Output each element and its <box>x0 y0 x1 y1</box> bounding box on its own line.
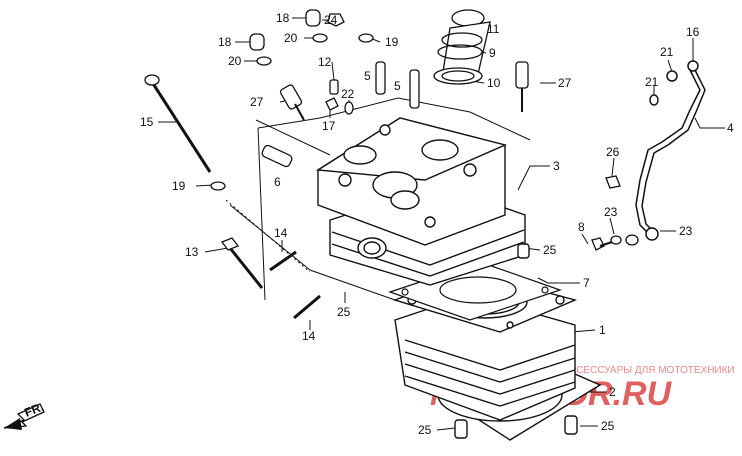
callout-25a: 25 <box>543 243 557 257</box>
callout-12: 12 <box>318 55 332 69</box>
callout-numbers: 1 2 3 4 5 5 6 7 8 9 10 11 12 13 14 14 15… <box>140 11 734 437</box>
callout-14b: 14 <box>302 329 316 343</box>
callout-6: 6 <box>274 175 281 189</box>
callout-17: 17 <box>322 119 336 133</box>
intake-manifold <box>433 9 491 85</box>
watermark-tagline: ЗАПЧАСТИ И АКСЕССУАРЫ ДЛЯ МОТОТЕХНИКИ <box>498 365 735 376</box>
callout-5b: 5 <box>394 79 401 93</box>
callout-9: 9 <box>489 46 496 60</box>
callout-14a: 14 <box>274 226 288 240</box>
cylinder-head <box>315 117 530 286</box>
callout-25d: 25 <box>601 419 615 433</box>
callout-7: 7 <box>583 276 590 290</box>
callout-24: 24 <box>324 13 338 27</box>
front-direction-arrow: FR. <box>3 400 46 430</box>
callout-21a: 21 <box>660 45 674 59</box>
front-direction-label: FR. <box>22 400 45 420</box>
assembly-frame <box>229 97 531 301</box>
callout-11: 11 <box>487 22 500 36</box>
callout-4: 4 <box>727 121 734 135</box>
callout-2: 2 <box>609 385 616 399</box>
callout-26: 26 <box>606 145 620 159</box>
breather-pipe <box>635 60 706 241</box>
cylinder <box>392 271 602 441</box>
callout-5a: 5 <box>364 69 371 83</box>
callout-3: 3 <box>553 159 560 173</box>
callout-25b: 25 <box>337 305 351 319</box>
callout-27a: 27 <box>250 95 264 109</box>
callout-21b: 21 <box>645 75 659 89</box>
callout-27b: 27 <box>558 76 572 90</box>
callout-15: 15 <box>140 115 154 129</box>
callout-18a: 18 <box>276 11 290 25</box>
callout-20a: 20 <box>284 31 298 45</box>
callout-1: 1 <box>599 323 606 337</box>
callout-16: 16 <box>686 25 700 39</box>
callout-10: 10 <box>487 76 501 90</box>
callout-8: 8 <box>578 220 585 234</box>
callout-19b: 19 <box>385 35 399 49</box>
callout-18b: 18 <box>218 35 232 49</box>
callout-20b: 20 <box>228 54 242 68</box>
fasteners <box>144 9 639 320</box>
callout-22: 22 <box>341 87 355 101</box>
callout-25c: 25 <box>418 423 432 437</box>
callout-23b: 23 <box>679 224 693 238</box>
callout-19a: 19 <box>172 179 186 193</box>
callout-23a: 23 <box>604 205 618 219</box>
callout-13: 13 <box>185 245 199 259</box>
